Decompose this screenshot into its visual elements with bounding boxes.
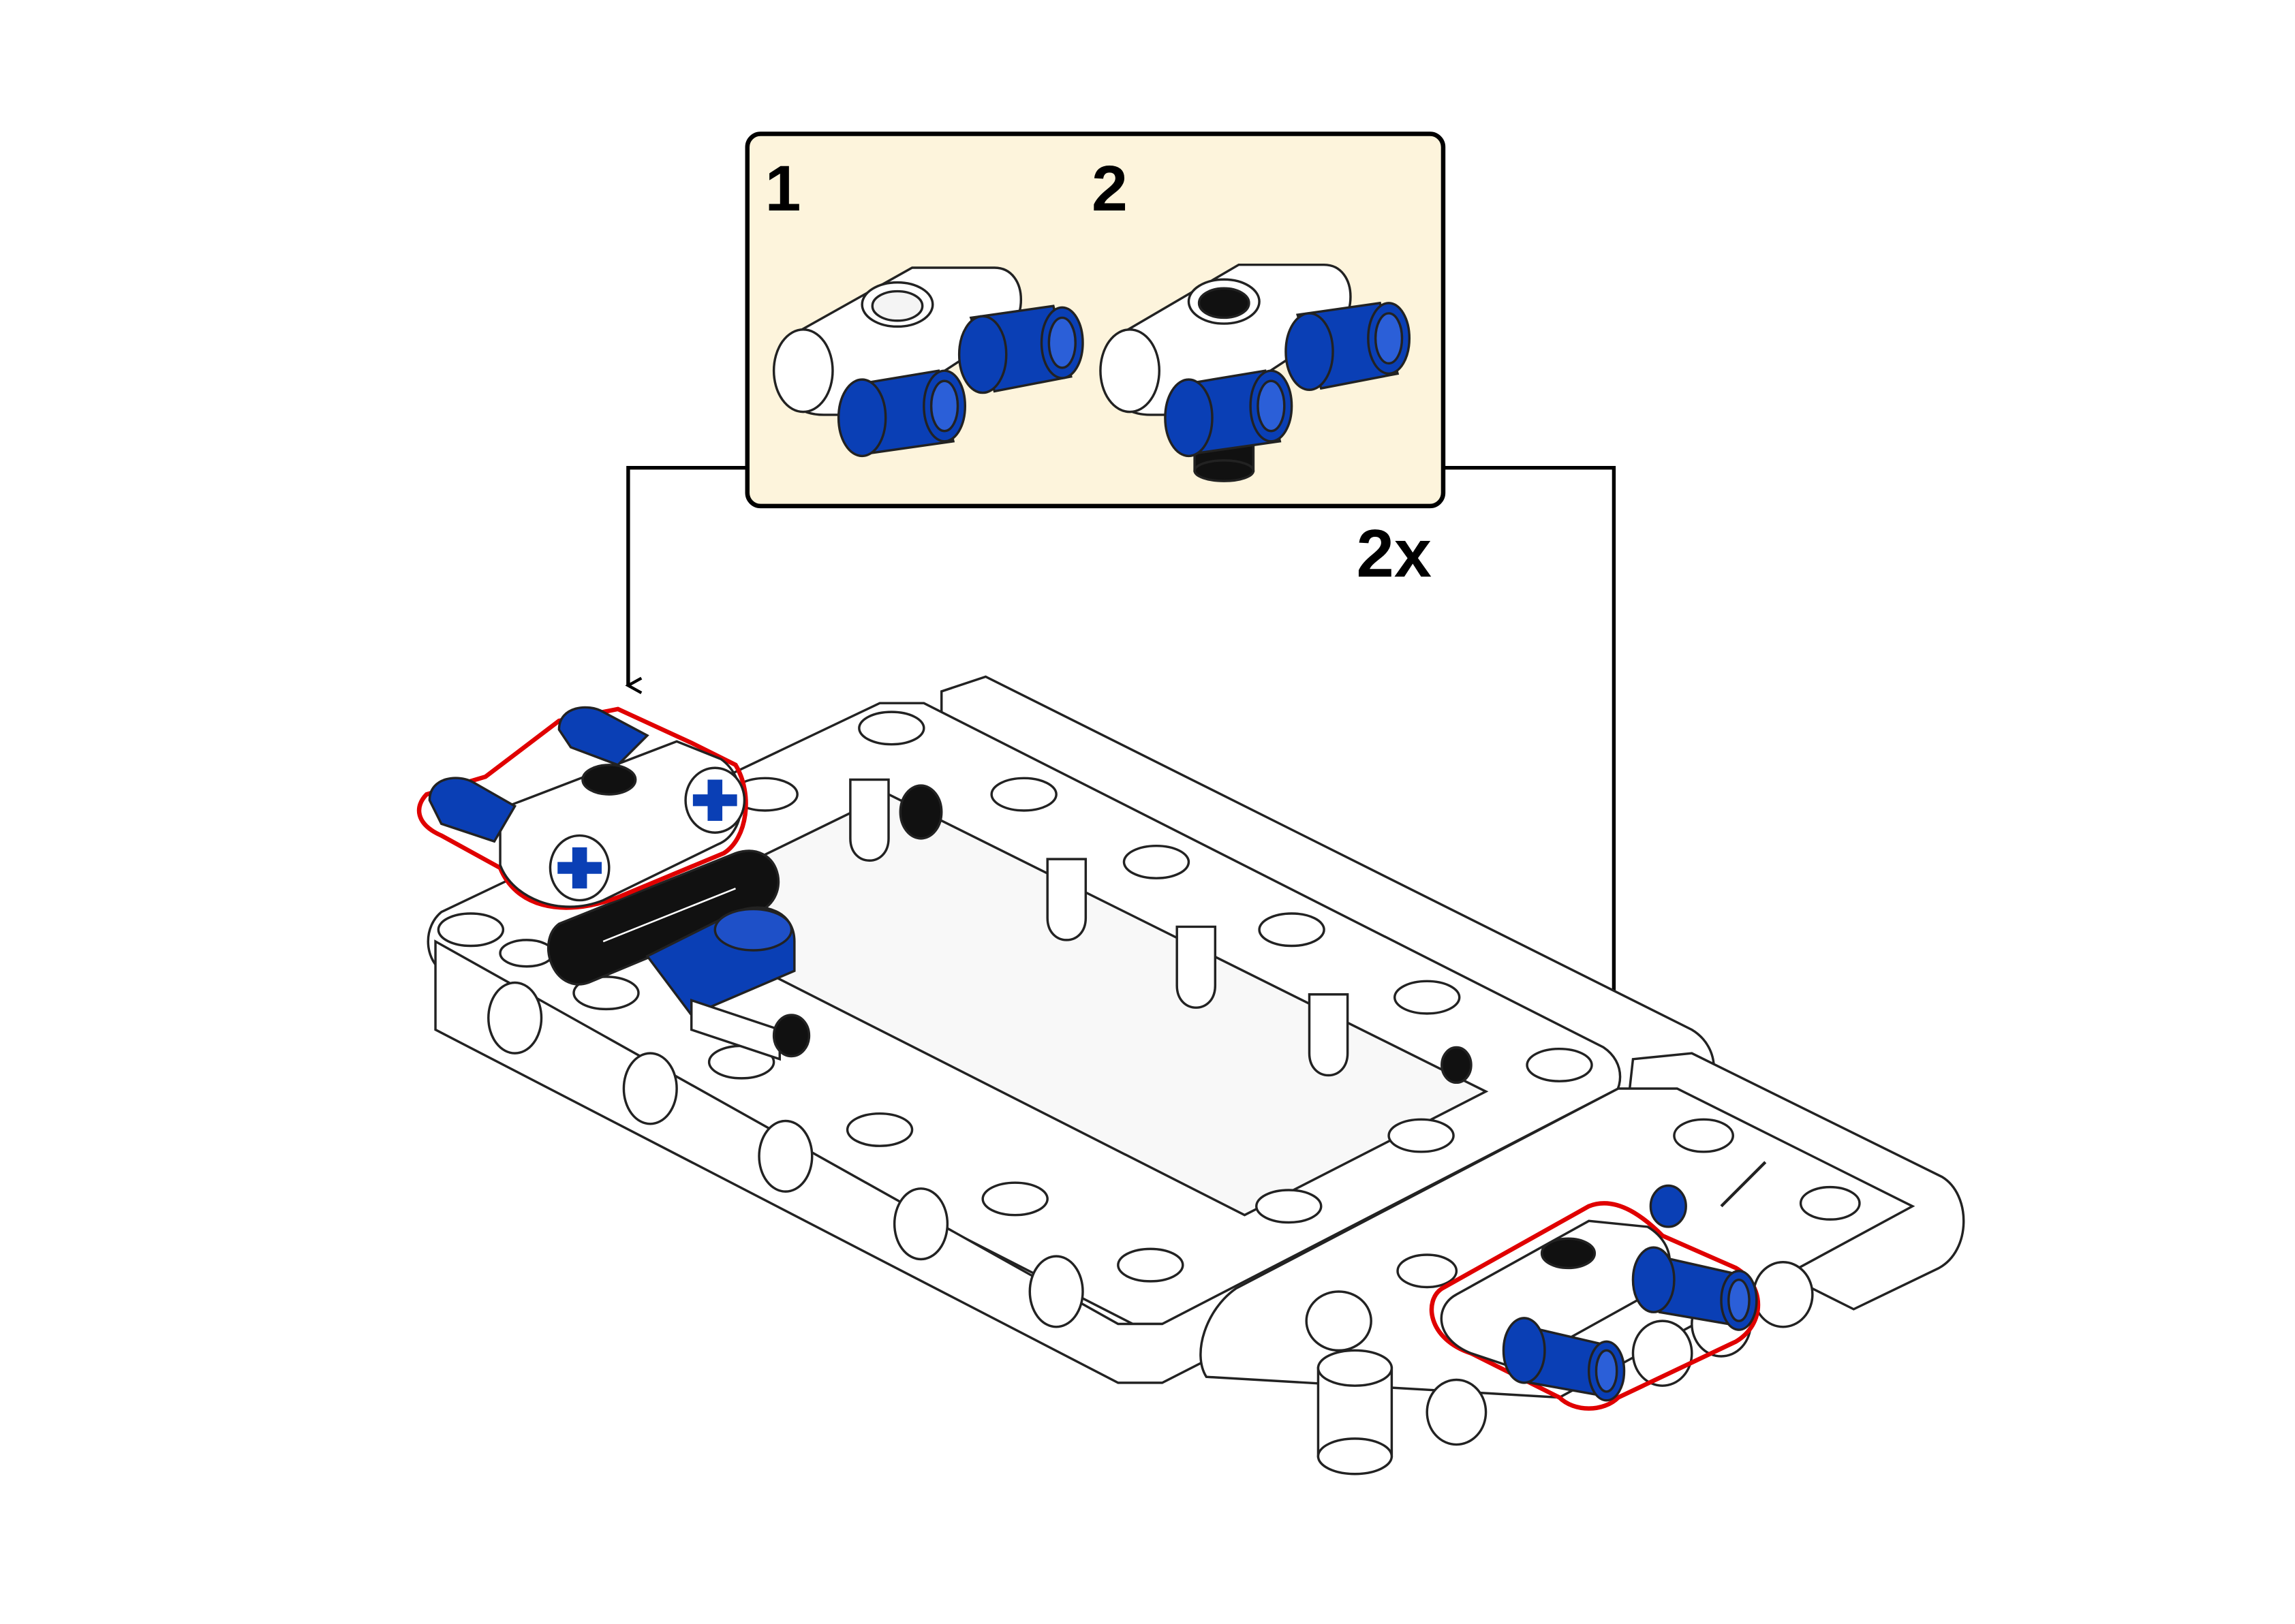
- arrow-left: [628, 465, 748, 686]
- frame-side-holes: [487, 981, 1084, 1328]
- sub-step-1-number: 1: [765, 153, 801, 225]
- axle-end-back: [684, 766, 746, 834]
- arrow-right: [1443, 465, 1614, 1189]
- callout-part-1: [772, 266, 1084, 458]
- quantity-label: 2x: [1357, 516, 1432, 591]
- blue-pin-front: [1164, 369, 1293, 458]
- placed-connector-left: [416, 706, 748, 910]
- blue-pin-front: [1502, 1317, 1626, 1402]
- axle-end-front: [549, 834, 611, 902]
- frame-inner-arches: [849, 778, 1473, 1084]
- sub-assembly-callout: 1 2: [745, 131, 1446, 591]
- red-highlight-right: [1429, 1201, 1761, 1411]
- callout-part-2: [1099, 263, 1411, 482]
- frame-holes: [437, 710, 1593, 1283]
- blue-pin-back: [1284, 301, 1411, 391]
- placed-connector-right: [1429, 1201, 1761, 1411]
- frame-inner-opening: [645, 793, 1489, 1217]
- connector-end-left: [772, 328, 834, 413]
- blue-pin-back: [957, 304, 1084, 394]
- black-axle-hole: [1197, 287, 1250, 319]
- blue-pin-front: [837, 369, 967, 458]
- blue-pin-back: [1631, 1246, 1758, 1331]
- sub-step-2-number: 2: [1092, 153, 1128, 225]
- connector-hole-inner: [871, 290, 924, 322]
- inner-blue-connector: [645, 906, 811, 1061]
- end-assembly-pegs: [1305, 1290, 1488, 1475]
- connector-end-left: [1099, 328, 1160, 413]
